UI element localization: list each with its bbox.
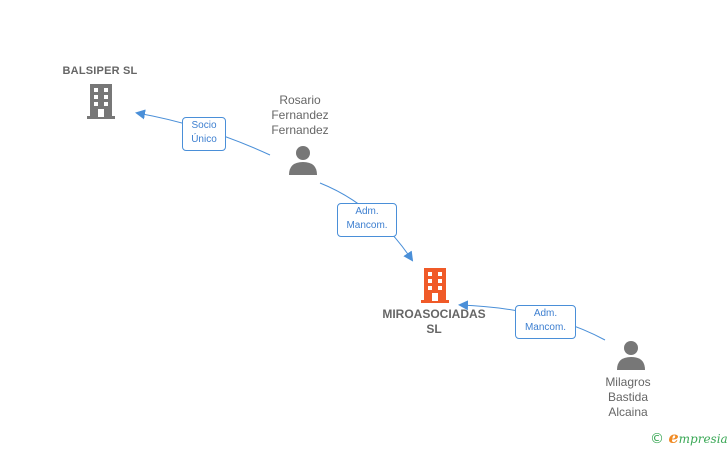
empresia-logo[interactable]: © empresia xyxy=(650,428,728,447)
person-icon[interactable] xyxy=(288,145,318,175)
brand-initial: e xyxy=(668,428,679,447)
miroasociadas-label: MIROASOCIADAS SL xyxy=(382,307,486,336)
edge-label-adm-mancom-rosario[interactable]: Adm. Mancom. xyxy=(337,203,397,237)
person-icon[interactable] xyxy=(616,340,646,370)
rosario-label: Rosario Fernandez Fernandez xyxy=(271,93,329,137)
balsiper-label: BALSIPER SL xyxy=(62,65,138,77)
copyright-symbol: © xyxy=(650,431,664,447)
edge-label-adm-mancom-milagros[interactable]: Adm. Mancom. xyxy=(515,305,576,339)
building-icon-focus[interactable] xyxy=(419,268,451,303)
brand-name: mpresia xyxy=(678,432,728,446)
edge-label-socio-unico[interactable]: Socio Único xyxy=(182,117,226,151)
building-icon[interactable] xyxy=(85,84,117,119)
milagros-label: Milagros Bastida Alcaina xyxy=(605,375,651,419)
